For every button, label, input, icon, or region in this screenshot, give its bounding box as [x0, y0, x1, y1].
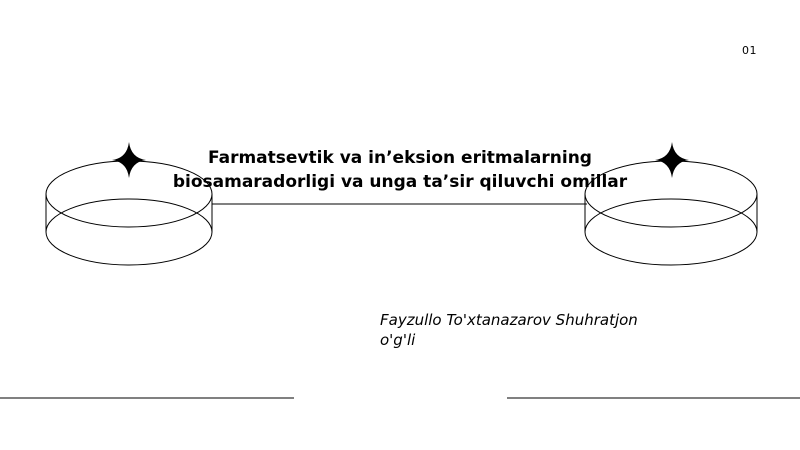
four-point-star-icon [655, 142, 689, 178]
author-line-2: o'g'li [380, 331, 416, 349]
author-line-1: Fayzullo To'xtanazarov Shuhratjon [380, 311, 638, 329]
title-line-2: biosamaradorligi va unga ta’sir qiluvchi… [172, 172, 628, 192]
page-number: 01 [742, 44, 757, 57]
four-point-star-icon [112, 142, 146, 178]
title-line-1: Farmatsevtik va in’eksion eritmalarning [208, 148, 592, 168]
slide-title: Farmatsevtik va in’eksion eritmalarning … [150, 146, 650, 194]
author-name: Fayzullo To'xtanazarov Shuhratjon o'g'li [380, 310, 680, 350]
